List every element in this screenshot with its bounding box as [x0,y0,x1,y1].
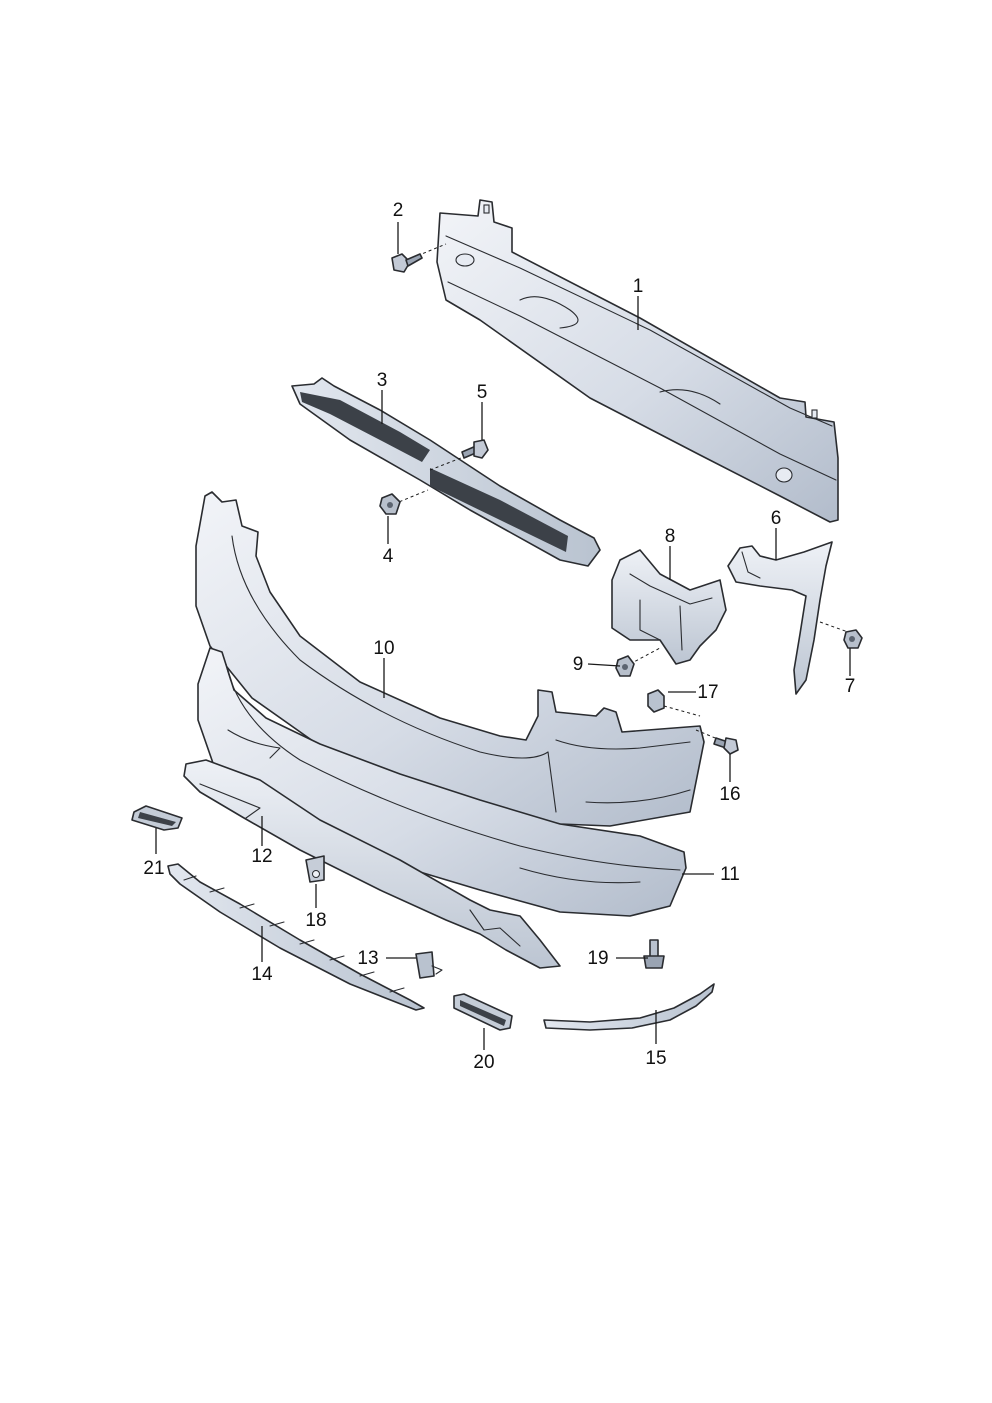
callout-6: 6 [771,508,782,529]
grille-strip-14 [167,863,425,1011]
callout-11: 11 [720,864,740,885]
bolt-2-icon [391,243,447,273]
impact-absorber [291,377,601,567]
cap-13-icon [415,951,443,979]
trim-strip-12 [183,759,561,969]
clip-18-icon [305,855,325,883]
nut-4-icon [379,489,429,515]
callout-17: 17 [697,682,718,703]
leader-lines [155,222,851,1050]
screw-19-icon [643,939,665,969]
reflector-20-icon [453,993,513,1031]
callout-13: 13 [357,948,378,969]
callout-2: 2 [393,200,404,221]
reflector-21-icon [131,805,183,831]
callout-9: 9 [573,654,584,675]
callout-3: 3 [377,370,388,391]
side-bracket-6 [727,541,849,695]
callout-4: 4 [383,546,394,567]
guide-bracket-8 [611,549,727,665]
callout-20: 20 [473,1052,494,1073]
callout-labels: 2 1 3 5 4 6 7 8 9 10 11 12 13 14 15 16 1… [143,200,855,1073]
nut-7-icon [843,629,863,649]
callout-16: 16 [719,784,740,805]
callout-8: 8 [665,526,676,547]
callout-7: 7 [845,676,856,697]
callout-19: 19 [587,948,608,969]
callout-18: 18 [305,910,326,931]
callout-14: 14 [251,964,273,985]
screw-16-icon [695,729,739,755]
callout-12: 12 [251,846,272,867]
clip-17-icon [647,689,701,717]
callout-15: 15 [645,1048,666,1069]
callout-5: 5 [477,382,488,403]
screw-5-icon [429,439,489,471]
reinforcement-bar [436,199,839,523]
callout-21: 21 [143,858,164,879]
nut-9-icon [615,655,635,677]
callout-10: 10 [373,638,394,659]
callout-1: 1 [633,276,644,297]
chrome-strip-15 [543,983,715,1031]
